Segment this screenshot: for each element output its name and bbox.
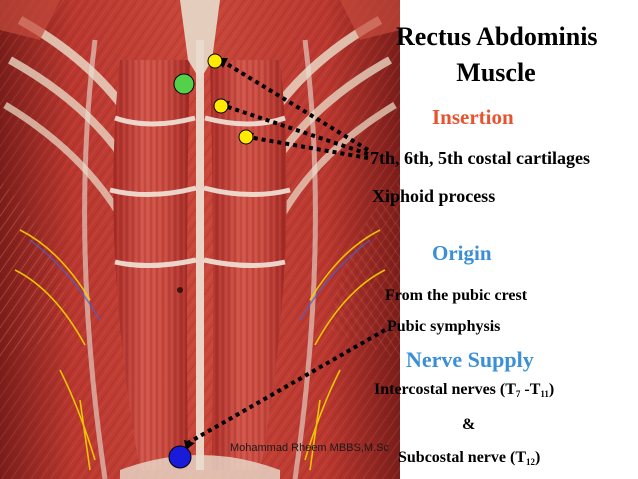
nerve-supply-heading: Nerve Supply — [406, 347, 534, 372]
origin-item-pubic-symphysis: Pubic symphysis — [387, 318, 501, 335]
insertion-item-costal-cartilages: 7th, 6th, 5th costal cartilages — [370, 148, 590, 168]
insertion-heading: Insertion — [432, 105, 514, 129]
green-marker — [173, 73, 195, 95]
yellow-marker-3 — [238, 129, 254, 145]
nerve-1-prefix: Intercostal nerves (T — [374, 381, 516, 398]
yellow-marker-2 — [213, 98, 229, 114]
umbilicus — [177, 287, 183, 293]
yellow-marker-1 — [207, 53, 223, 69]
nerve-2-sub: 12 — [526, 457, 535, 467]
abdominal-muscles-illustration — [0, 0, 400, 479]
nerve-supply-ampersand: & — [462, 416, 476, 433]
origin-item-pubic-crest: From the pubic crest — [385, 287, 528, 304]
nerve-2-prefix: Subcostal nerve (T — [398, 449, 526, 466]
arrowhead-4 — [184, 440, 195, 450]
nerve-2-suffix: ) — [535, 449, 541, 466]
blue-marker — [168, 445, 192, 469]
title-line-2: Muscle — [456, 58, 536, 87]
title-line-1: Rectus Abdominis — [396, 22, 598, 51]
pointer-line-pubic — [185, 328, 386, 446]
nerve-supply-intercostal: Intercostal nerves (T7 -T11) — [374, 381, 554, 399]
nerve-1-sub-1: 7 — [515, 389, 521, 399]
insertion-item-xiphoid: Xiphoid process — [372, 186, 496, 206]
nerve-1-mid: -T — [520, 381, 541, 398]
tendinous-intersections — [109, 115, 291, 269]
nerve-supply-subcostal: Subcostal nerve (T12) — [398, 449, 540, 467]
vessels — [29, 239, 371, 321]
origin-heading: Origin — [432, 241, 492, 265]
nerves — [14, 229, 386, 471]
nerve-1-sub-2: 11 — [540, 389, 549, 399]
author-credit: Mohammad Rheem MBBS,M.Sc — [230, 442, 389, 454]
nerve-1-suffix: ) — [548, 381, 555, 398]
pointer-line-7th-cartilage — [224, 104, 369, 156]
pubic-region — [120, 455, 280, 479]
